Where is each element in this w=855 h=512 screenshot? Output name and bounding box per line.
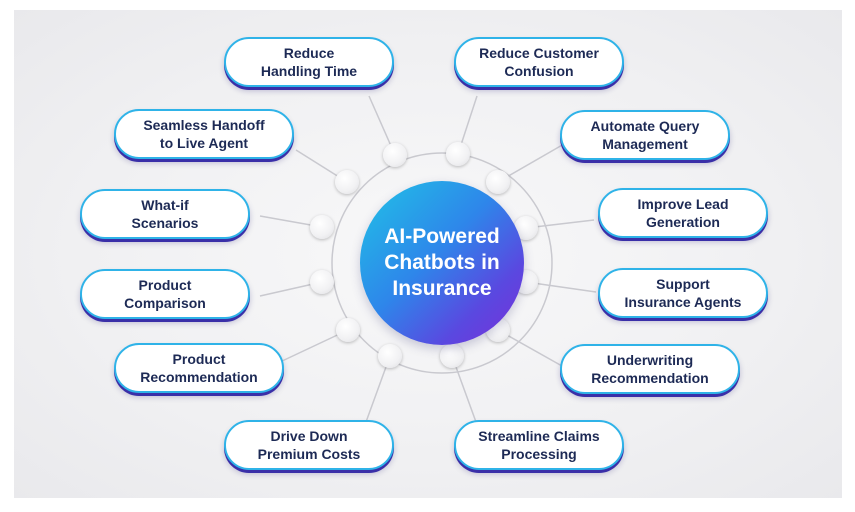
- benefit-product-comparison: Product Comparison: [80, 269, 250, 319]
- benefit-label: Automate Query Management: [590, 118, 700, 152]
- ring-node: [378, 344, 402, 368]
- diagram-canvas: AI-Powered Chatbots in Insurance Reduce …: [14, 10, 842, 498]
- hub-title: AI-Powered Chatbots in Insurance: [384, 225, 500, 300]
- benefit-label: Drive Down Premium Costs: [257, 428, 361, 462]
- benefit-drive-down-premium-costs: Drive Down Premium Costs: [224, 420, 394, 470]
- benefit-label: Reduce Handling Time: [260, 45, 358, 79]
- benefit-label: Product Recommendation: [140, 351, 258, 385]
- ring-node: [446, 142, 470, 166]
- benefit-streamline-claims-processing: Streamline Claims Processing: [454, 420, 624, 470]
- connector-automate-query: [497, 143, 565, 183]
- ring-node: [440, 344, 464, 368]
- ring-node: [383, 143, 407, 167]
- benefit-label: Seamless Handoff to Live Agent: [143, 117, 265, 151]
- benefit-underwriting-recommendation: Underwriting Recommendation: [560, 344, 740, 394]
- ring-node: [486, 170, 510, 194]
- benefit-label: Streamline Claims Processing: [478, 428, 600, 462]
- hub-ring: [331, 152, 553, 374]
- ring-node: [336, 318, 360, 342]
- ring-node: [310, 270, 334, 294]
- connector-underwriting: [497, 329, 563, 367]
- benefit-reduce-customer-confusion: Reduce Customer Confusion: [454, 37, 624, 87]
- benefit-improve-lead-generation: Improve Lead Generation: [598, 188, 768, 238]
- benefit-reduce-handling-time: Reduce Handling Time: [224, 37, 394, 87]
- benefit-support-insurance-agents: Support Insurance Agents: [598, 268, 768, 318]
- ring-node: [310, 215, 334, 239]
- ring-node: [335, 170, 359, 194]
- benefit-label: What-if Scenarios: [131, 197, 199, 231]
- benefit-label: Reduce Customer Confusion: [479, 45, 599, 79]
- benefit-label: Underwriting Recommendation: [591, 352, 709, 386]
- benefit-label: Improve Lead Generation: [637, 196, 729, 230]
- benefit-product-recommendation: Product Recommendation: [114, 343, 284, 393]
- benefit-what-if-scenarios: What-if Scenarios: [80, 189, 250, 239]
- benefit-seamless-handoff: Seamless Handoff to Live Agent: [114, 109, 294, 159]
- benefit-label: Support Insurance Agents: [624, 276, 742, 310]
- benefit-label: Product Comparison: [124, 277, 206, 311]
- hub-circle: AI-Powered Chatbots in Insurance: [360, 181, 524, 345]
- benefit-automate-query-management: Automate Query Management: [560, 110, 730, 160]
